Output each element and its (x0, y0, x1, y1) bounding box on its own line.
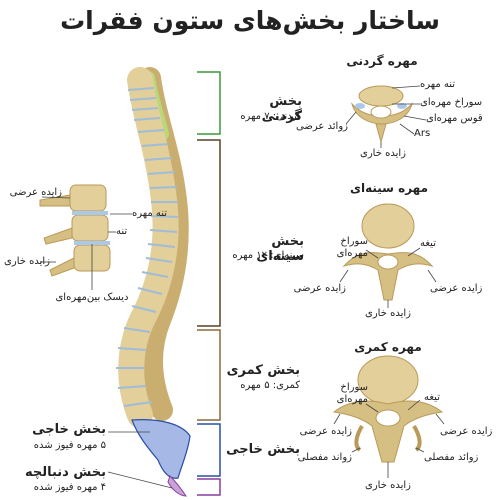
sacral-bracket (197, 423, 221, 477)
lumbar-articular-left-label: زواند مفصلی (297, 452, 352, 463)
side-transverse-label: زایده عرضی (9, 187, 62, 198)
thoracic-count: سینه‌ای: ۱۲ مهره (232, 250, 304, 261)
cervical-spinous-label: زایده خاری (360, 148, 406, 159)
lumbar-vertebra-title: مهره کمری (354, 340, 422, 354)
lumbar-region-label: بخش کمری (226, 363, 300, 378)
thoracic-lamina-label: تیغه (420, 238, 436, 249)
lumbar-articular-right-label: زوائد مفصلی (424, 452, 479, 463)
lumbar-foramen-label-1: سوراخ (340, 382, 368, 393)
thoracic-vertebra-title: مهره سینه‌ای (349, 181, 429, 195)
cervical-region-label: بخش گردنی (261, 94, 302, 124)
thoracic-foramen-label-1: سوراخ (340, 236, 368, 247)
lumbar-foramen-label-2: مهره‌ای (336, 394, 368, 405)
thoracic-transverse-right-label: زایده عرضی (430, 283, 483, 294)
cervical-foramen-label: سوراخ مهره‌ای (420, 97, 483, 108)
coccyx-region-label: بخش دنبالچه (24, 465, 106, 480)
side-view-illustration (39, 184, 132, 290)
side-body2-label: تنه (116, 226, 128, 237)
lumbar-transverse-right-label: زایده عرضی (440, 426, 493, 437)
cervical-bracket (197, 71, 221, 135)
cervical-ars-label: Ars (414, 128, 431, 139)
lumbar-transverse-left-label: زایده عرضی (299, 426, 352, 437)
lumbar-lamina-label: تیغه (424, 392, 440, 403)
thoracic-bracket (197, 139, 221, 327)
lumbar-vertebra-illustration (332, 355, 445, 478)
sacral-count: ۵ مهره فیوز شده (33, 440, 106, 451)
thoracic-transverse-left-label: زایده عرضی (293, 283, 346, 294)
side-body-label: تنه مهره (132, 208, 168, 219)
side-disc-label: دیسک بین‌مهره‌ای (55, 292, 129, 303)
cervical-body-label: تنه مهره (420, 79, 456, 90)
coccyx-bracket (197, 478, 221, 496)
thoracic-foramen-label-2: مهره‌ای (336, 248, 368, 259)
cervical-transverse-label: زوائد عرضی (296, 121, 348, 132)
cervical-vertebra-illustration (345, 85, 427, 148)
lumbar-spinous-label: زایده خاری (365, 480, 411, 491)
spine-column (116, 67, 191, 497)
lumbar-bracket (197, 329, 221, 421)
sacral-region-label-right: بخش خاجی (226, 442, 300, 457)
sacral-region-label-left: بخش خاجی (32, 422, 106, 437)
lumbar-count: کمری: ۵ مهره (240, 380, 300, 391)
side-spinous-label: زایده خاری (4, 256, 50, 267)
cervical-arch-label: قوس مهره‌ای (426, 113, 483, 124)
thoracic-vertebra-illustration (339, 203, 437, 308)
page-title: ساختار بخش‌های ستون فقرات (60, 6, 440, 35)
coccyx-count: ۴ مهره فیوز شده (33, 482, 106, 493)
cervical-vertebra-title: مهره گردنی (346, 54, 418, 68)
thoracic-spinous-label: زایده خاری (365, 308, 411, 319)
cervical-count: گردنی: ۷ مهره (240, 111, 302, 122)
thoracic-region-label: بخش سینه‌ای (256, 234, 304, 264)
